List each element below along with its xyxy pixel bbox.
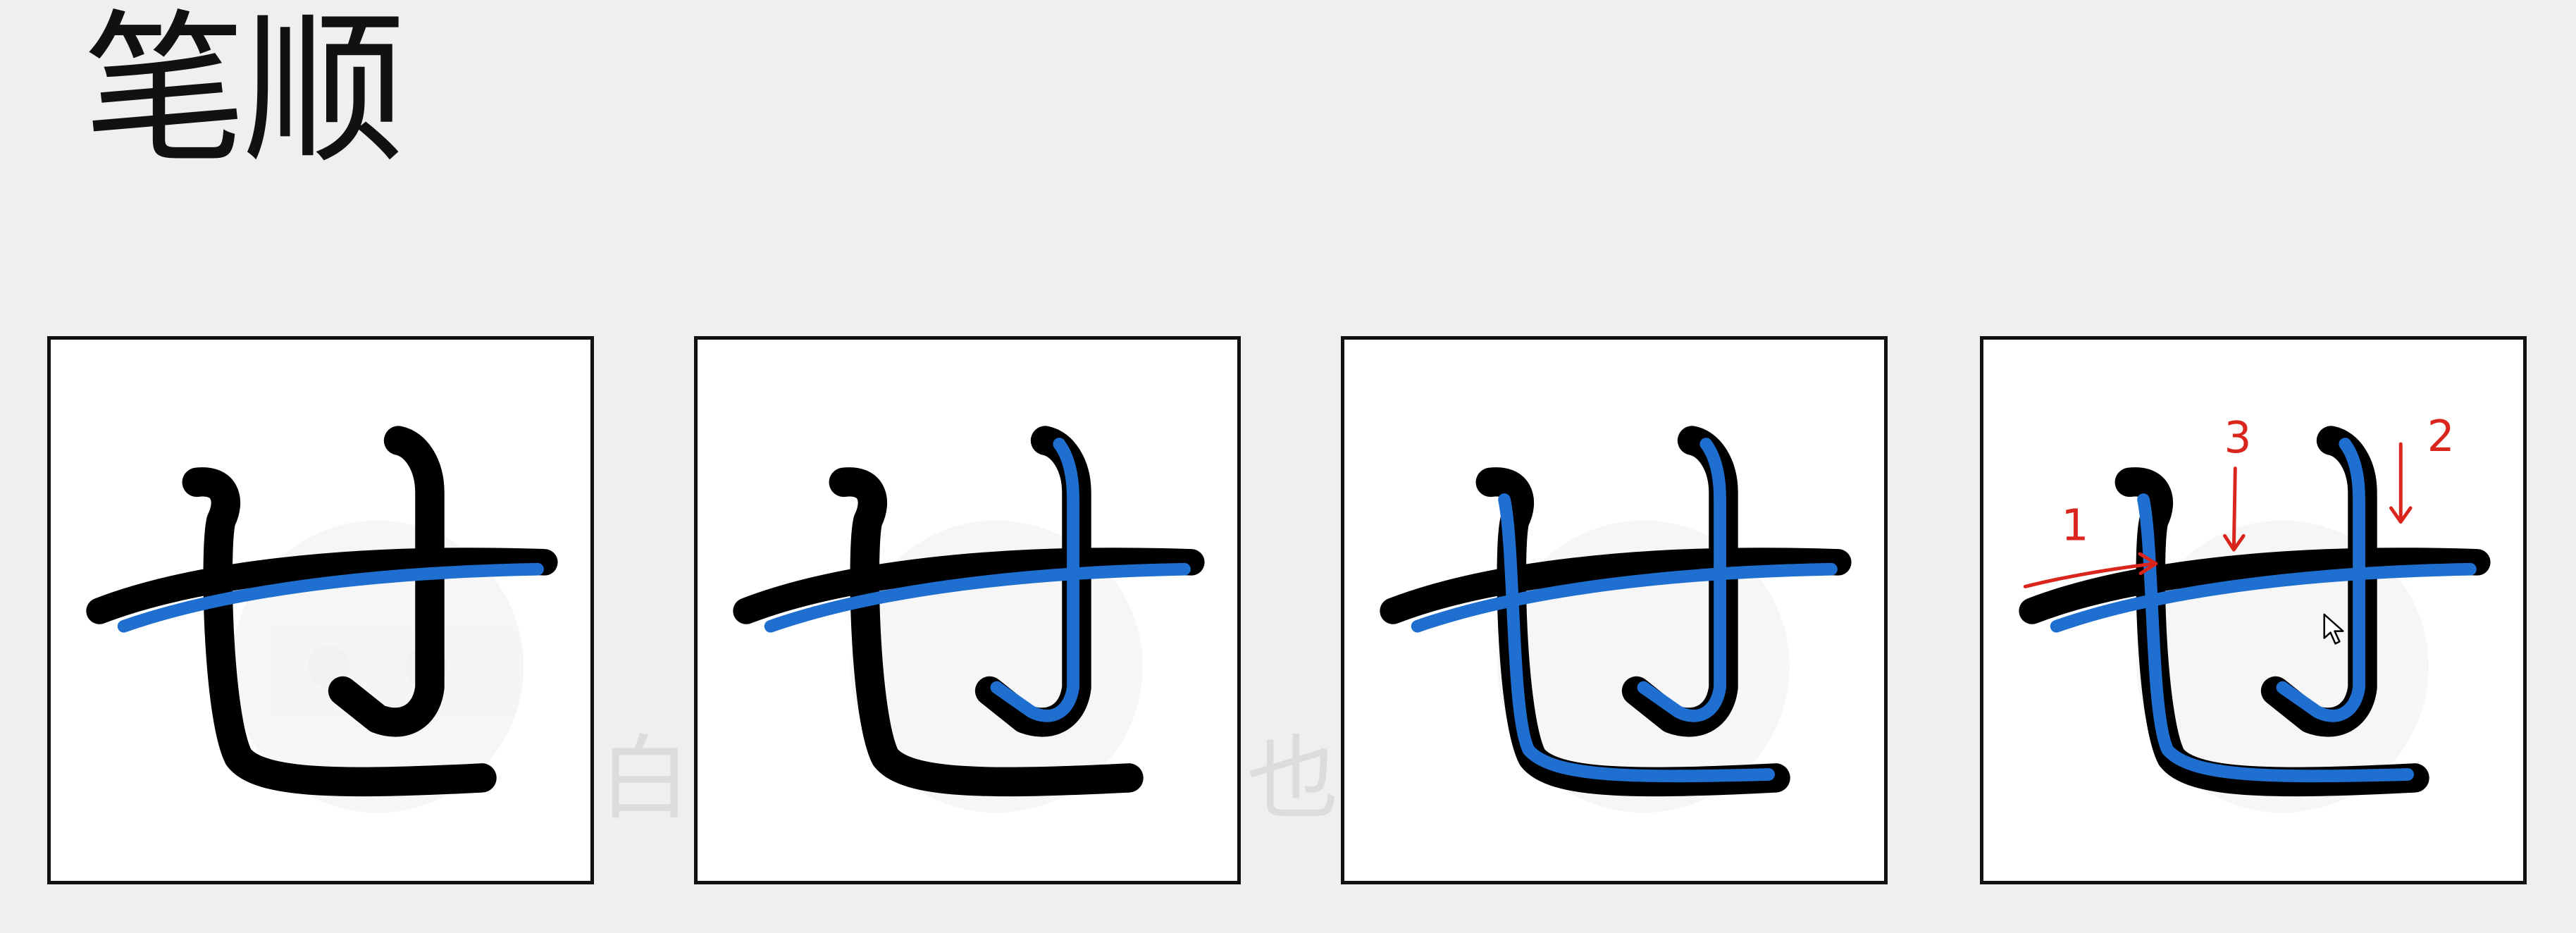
annotation-arrows [2023, 442, 2413, 588]
watermark-text-middle: 也 [1247, 725, 1339, 832]
annotation-label-1: 1 [2062, 500, 2089, 550]
watermark-text-left: 白 [599, 725, 691, 832]
character-stroke-diagram: 1 3 2 [2019, 412, 2491, 813]
page-title: 笔顺 [83, 0, 406, 185]
cursor-icon [2323, 613, 2344, 645]
arrow-stroke-3 [2231, 467, 2237, 550]
annotation-label-2: 2 [2427, 412, 2455, 462]
stroke-order-step-4-annotated: 1 3 2 [1980, 336, 2527, 884]
character-stroke-diagram [86, 426, 558, 813]
stroke-order-step-1 [47, 336, 594, 884]
character-stroke-diagram [733, 426, 1205, 813]
stroke-order-step-2 [694, 336, 1241, 884]
stroke-1-highlight [1411, 562, 1838, 633]
stroke-3-highlight [1498, 493, 1776, 783]
stroke-3-highlight [2137, 493, 2415, 783]
annotation-label-3: 3 [2224, 413, 2252, 463]
stroke-2-highlight [2276, 438, 2365, 722]
stroke-2-highlight [990, 438, 1079, 722]
stroke-1-highlight [117, 562, 544, 633]
stroke-1-highlight [764, 562, 1191, 633]
stroke-order-step-3 [1341, 336, 1888, 884]
character-glyph [86, 426, 558, 797]
character-stroke-diagram [1380, 426, 1852, 813]
stroke-2-highlight [1637, 438, 1726, 722]
stroke-1-highlight [2050, 562, 2477, 633]
arrow-stroke-1 [2023, 562, 2156, 588]
